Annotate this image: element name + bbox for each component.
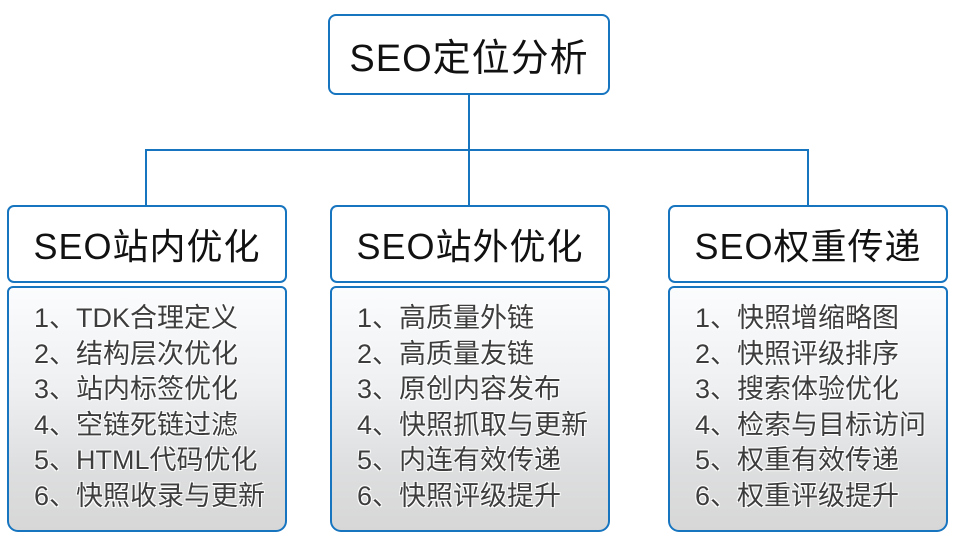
list-item: 6、快照评级提升	[357, 480, 562, 511]
branch-title: SEO站内优化	[33, 226, 261, 267]
list-item: 3、搜索体验优化	[695, 374, 900, 404]
branch-item-list: 1、快照增缩略图 2、快照评级排序 3、搜索体验优化 4、检索与目标访问 5、权重有效传…	[670, 288, 946, 514]
list-item: 4、快照抓取与更新	[357, 409, 589, 440]
list-item: 2、快照评级排序	[695, 338, 900, 369]
list-item: 3、原创内容发布	[357, 374, 562, 404]
branch-item-list: 1、TDK合理定义 2、结构层次优化 3、站内标签优化 4、空链死链过滤 5、HTML代…	[9, 288, 285, 514]
branch-header: SEO权重传递	[668, 205, 948, 283]
root-node-title: SEO定位分析	[349, 38, 589, 80]
branch-header: SEO站外优化	[330, 205, 610, 283]
list-item: 5、HTML代码优化	[34, 445, 258, 475]
list-item: 2、结构层次优化	[34, 338, 239, 369]
list-item: 6、权重评级提升	[695, 480, 900, 511]
branch-item-panel: 1、TDK合理定义 2、结构层次优化 3、站内标签优化 4、空链死链过滤 5、HTML代…	[7, 286, 287, 532]
list-item: 5、权重有效传递	[695, 445, 900, 475]
list-item: 1、快照增缩略图	[695, 303, 900, 333]
list-item: 1、TDK合理定义	[34, 303, 239, 333]
list-item: 2、高质量友链	[357, 338, 535, 369]
list-item: 4、检索与目标访问	[695, 409, 927, 440]
branch-item-list: 1、高质量外链 2、高质量友链 3、原创内容发布 4、快照抓取与更新 5、内连有效传递 6…	[332, 288, 608, 514]
list-item: 1、高质量外链	[357, 303, 535, 333]
branch-title: SEO权重传递	[694, 226, 922, 267]
branch-title: SEO站外优化	[356, 226, 584, 267]
branch-weight-transfer: SEO权重传递 1、快照增缩略图 2、快照评级排序 3、搜索体验优化 4、检索与目标访…	[668, 205, 948, 532]
list-item: 3、站内标签优化	[34, 374, 239, 404]
list-item: 4、空链死链过滤	[34, 409, 239, 440]
root-node: SEO定位分析	[328, 14, 610, 95]
list-item: 6、快照收录与更新	[34, 480, 266, 511]
list-item: 5、内连有效传递	[357, 445, 562, 475]
branch-header: SEO站内优化	[7, 205, 287, 283]
branch-item-panel: 1、快照增缩略图 2、快照评级排序 3、搜索体验优化 4、检索与目标访问 5、权重有效传…	[668, 286, 948, 532]
branch-offsite-optimization: SEO站外优化 1、高质量外链 2、高质量友链 3、原创内容发布 4、快照抓取与更新 5…	[330, 205, 610, 532]
branch-onsite-optimization: SEO站内优化 1、TDK合理定义 2、结构层次优化 3、站内标签优化 4、空链死链过…	[7, 205, 287, 532]
branch-item-panel: 1、高质量外链 2、高质量友链 3、原创内容发布 4、快照抓取与更新 5、内连有效传递 6…	[330, 286, 610, 532]
